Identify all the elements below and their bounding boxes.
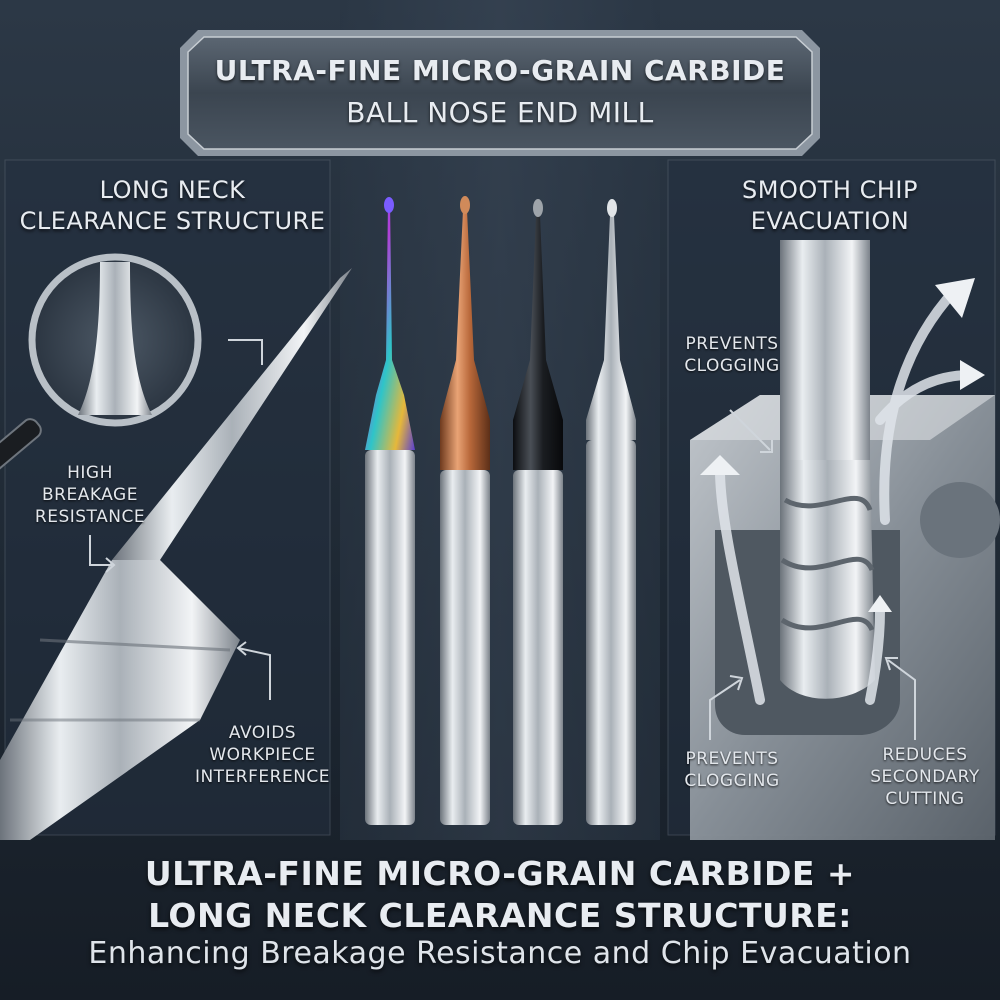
left-heading-line-1: LONG NECK [99, 176, 246, 204]
chip-flow-arrows [715, 285, 975, 705]
label-prevents-clogging-bottom: PREVENTS CLOGGING [672, 748, 792, 792]
caption-line-1: ULTRA-FINE MICRO-GRAIN CARBIDE + [144, 854, 856, 893]
label-clog-top-line-2: CLOGGING [684, 356, 780, 376]
label-reduces-line-1: REDUCES [882, 745, 968, 765]
left-heading-line-2: CLEARANCE STRUCTURE [19, 207, 326, 235]
right-heading-line-1: SMOOTH CHIP [742, 176, 918, 204]
label-reduces-secondary-cutting: REDUCES SECONDARY CUTTING [855, 744, 995, 810]
label-avoids-workpiece-interference: AVOIDS WORKPIECE INTERFERENCE [190, 722, 335, 788]
tool-rainbow [365, 197, 415, 825]
label-clog-top-line-1: PREVENTS [685, 334, 779, 354]
title-line-1: ULTRA-FINE MICRO-GRAIN CARBIDE [214, 54, 786, 87]
tool-bronze [440, 196, 490, 825]
end-mill-in-cut [780, 240, 875, 699]
label-breakage-line-2: BREAKAGE [42, 485, 138, 505]
right-panel-heading: SMOOTH CHIP EVACUATION [670, 175, 990, 237]
long-neck-tool-closeup [0, 268, 352, 840]
title-line-2: BALL NOSE END MILL [346, 96, 654, 129]
label-avoids-line-2: WORKPIECE [209, 745, 316, 765]
right-heading-line-2: EVACUATION [750, 207, 910, 235]
label-high-breakage-resistance: HIGH BREAKAGE RESISTANCE [20, 462, 160, 528]
label-clog-bottom-line-2: CLOGGING [684, 771, 780, 791]
label-avoids-line-1: AVOIDS [228, 723, 297, 743]
label-reduces-line-3: CUTTING [885, 789, 965, 809]
magnifier-icon [0, 253, 202, 481]
tool-black [513, 199, 563, 825]
left-panel-heading: LONG NECK CLEARANCE STRUCTURE [10, 175, 335, 237]
caption-line-2: LONG NECK CLEARANCE STRUCTURE: [148, 896, 852, 935]
label-prevents-clogging-top: PREVENTS CLOGGING [672, 333, 792, 377]
label-avoids-line-3: INTERFERENCE [194, 767, 331, 787]
label-clog-bottom-line-1: PREVENTS [685, 749, 779, 769]
label-reduces-line-2: SECONDARY [870, 767, 980, 787]
tool-uncoated [586, 199, 636, 825]
label-breakage-line-3: RESISTANCE [34, 507, 146, 527]
title-plate: ULTRA-FINE MICRO-GRAIN CARBIDE BALL NOSE… [175, 50, 825, 134]
label-breakage-line-1: HIGH [67, 463, 113, 483]
caption-line-3: Enhancing Breakage Resistance and Chip E… [88, 936, 912, 971]
